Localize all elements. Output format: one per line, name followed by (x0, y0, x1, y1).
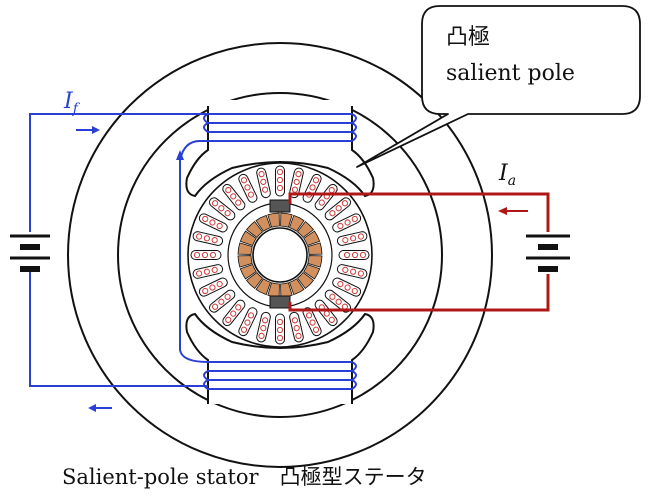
armature-slot (275, 165, 285, 197)
commutator-hub (252, 227, 308, 283)
top-brush (269, 199, 291, 213)
field-return-arrow (176, 150, 184, 160)
field-current-arrow-bottom (88, 404, 112, 412)
top-salient-pole (185, 106, 375, 198)
armature-current-arrow (498, 207, 528, 215)
field-current-arrow-top (76, 126, 100, 134)
armature-slot (314, 183, 338, 211)
top-field-winding (203, 113, 357, 142)
bottom-salient-pole (185, 312, 375, 404)
armature-slot (336, 231, 368, 246)
commutator-segment (267, 212, 280, 228)
armature-slot (222, 299, 246, 327)
armature-slot (222, 183, 246, 211)
armature-slot (238, 307, 258, 337)
armature-slot (192, 231, 224, 246)
commutator-segment (307, 242, 323, 255)
armature-slot (208, 197, 236, 221)
bottom-brush (269, 295, 291, 309)
armature-slot (192, 264, 224, 279)
bottom-field-winding (203, 361, 357, 390)
armature-slot (256, 167, 271, 199)
armature-slot (289, 167, 304, 199)
armature-circuit-wiring (288, 192, 550, 312)
commutator-segment (237, 255, 253, 268)
figure-caption: Salient-pole stator 凸極型ステータ (62, 465, 427, 489)
armature-slot (256, 311, 271, 343)
armature-slot (338, 250, 370, 260)
armature-slot (238, 173, 258, 203)
commutator-segment (245, 271, 264, 290)
commutator-segment (307, 255, 323, 268)
armature-slot (332, 213, 362, 233)
callout-title-jp: 凸極 (446, 25, 490, 50)
armature-slot (324, 197, 352, 221)
armature-slots (190, 165, 370, 345)
armature-slot (208, 289, 236, 313)
armature-slot (302, 307, 322, 337)
commutator-segment (303, 230, 321, 246)
inner-yoke-ring (117, 92, 443, 418)
armature-slot (198, 213, 228, 233)
armature-current-label: Ia (498, 161, 516, 189)
commutator-segment (255, 214, 271, 232)
commutator-segment (239, 264, 257, 280)
commutator-segment (296, 220, 315, 239)
commutator (237, 212, 323, 298)
commutator-segment (255, 278, 271, 296)
armature-slot (336, 264, 368, 279)
callout-title-en: salient pole (446, 61, 575, 86)
battery-icon (524, 232, 572, 274)
armature-slot (275, 313, 285, 345)
armature-slot (324, 289, 352, 313)
battery-icon (8, 232, 52, 272)
commutator-segment (289, 214, 305, 232)
armature-slot (332, 277, 362, 297)
armature-slot (190, 250, 222, 260)
commutator-segment (280, 212, 293, 228)
commutator-segment (245, 220, 264, 239)
commutator-segment (303, 264, 321, 280)
callout-bubble (356, 5, 641, 168)
commutator-segment (237, 242, 253, 255)
armature-slot (289, 311, 304, 343)
armature-slot (198, 277, 228, 297)
commutator-segment (289, 278, 305, 296)
commutator-segment (296, 271, 315, 290)
commutator-segment (239, 230, 257, 246)
field-current-label: If (63, 89, 81, 117)
outer-yoke-ring (67, 42, 493, 468)
